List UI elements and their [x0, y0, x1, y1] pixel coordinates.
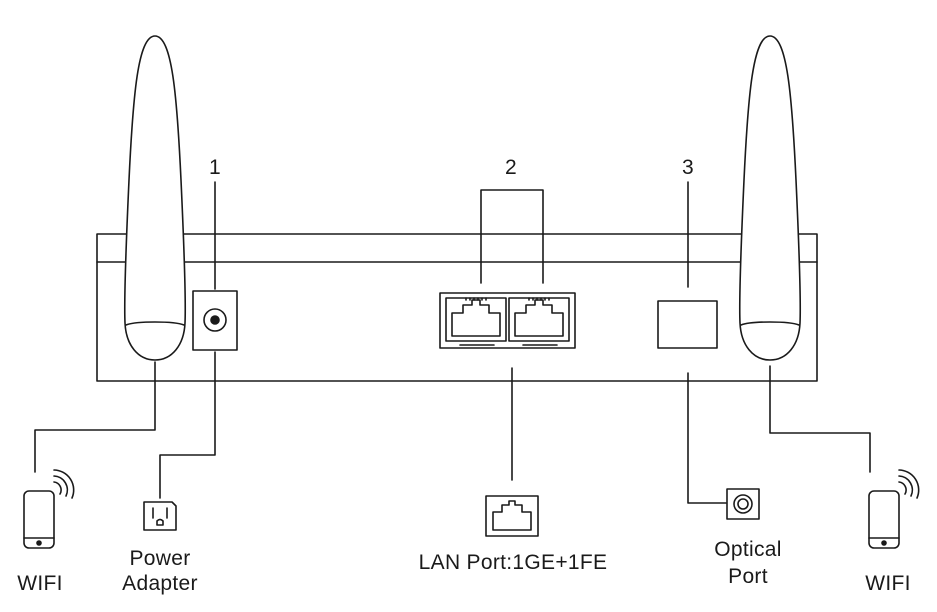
wifi-phone-right-icon [868, 469, 920, 549]
callout-leaders [214, 181, 689, 290]
lan-jack-icon [485, 495, 539, 537]
callout-3: 3 [682, 156, 694, 179]
power-adapter-label-line1: Power [129, 547, 191, 570]
router-body [96, 233, 818, 382]
power-outlet-icon [143, 501, 177, 531]
power-jack [192, 290, 238, 351]
wifi-left-label: WIFI [17, 572, 63, 595]
wifi-right-label: WIFI [865, 572, 911, 595]
optical-port [657, 300, 718, 349]
optical-port-label-line1: Optical [714, 538, 782, 561]
callout-1: 1 [209, 156, 221, 179]
connection-lines [34, 351, 871, 504]
right-antenna [738, 35, 802, 361]
left-antenna [123, 35, 187, 361]
lan-ports [439, 292, 576, 349]
optical-connector-icon [726, 488, 760, 520]
wifi-phone-left-icon [23, 469, 75, 549]
callout-2: 2 [505, 156, 517, 179]
optical-port-label-line2: Port [728, 565, 768, 588]
power-adapter-label-line2: Adapter [122, 572, 198, 595]
lan-port-label: LAN Port:1GE+1FE [418, 551, 608, 574]
